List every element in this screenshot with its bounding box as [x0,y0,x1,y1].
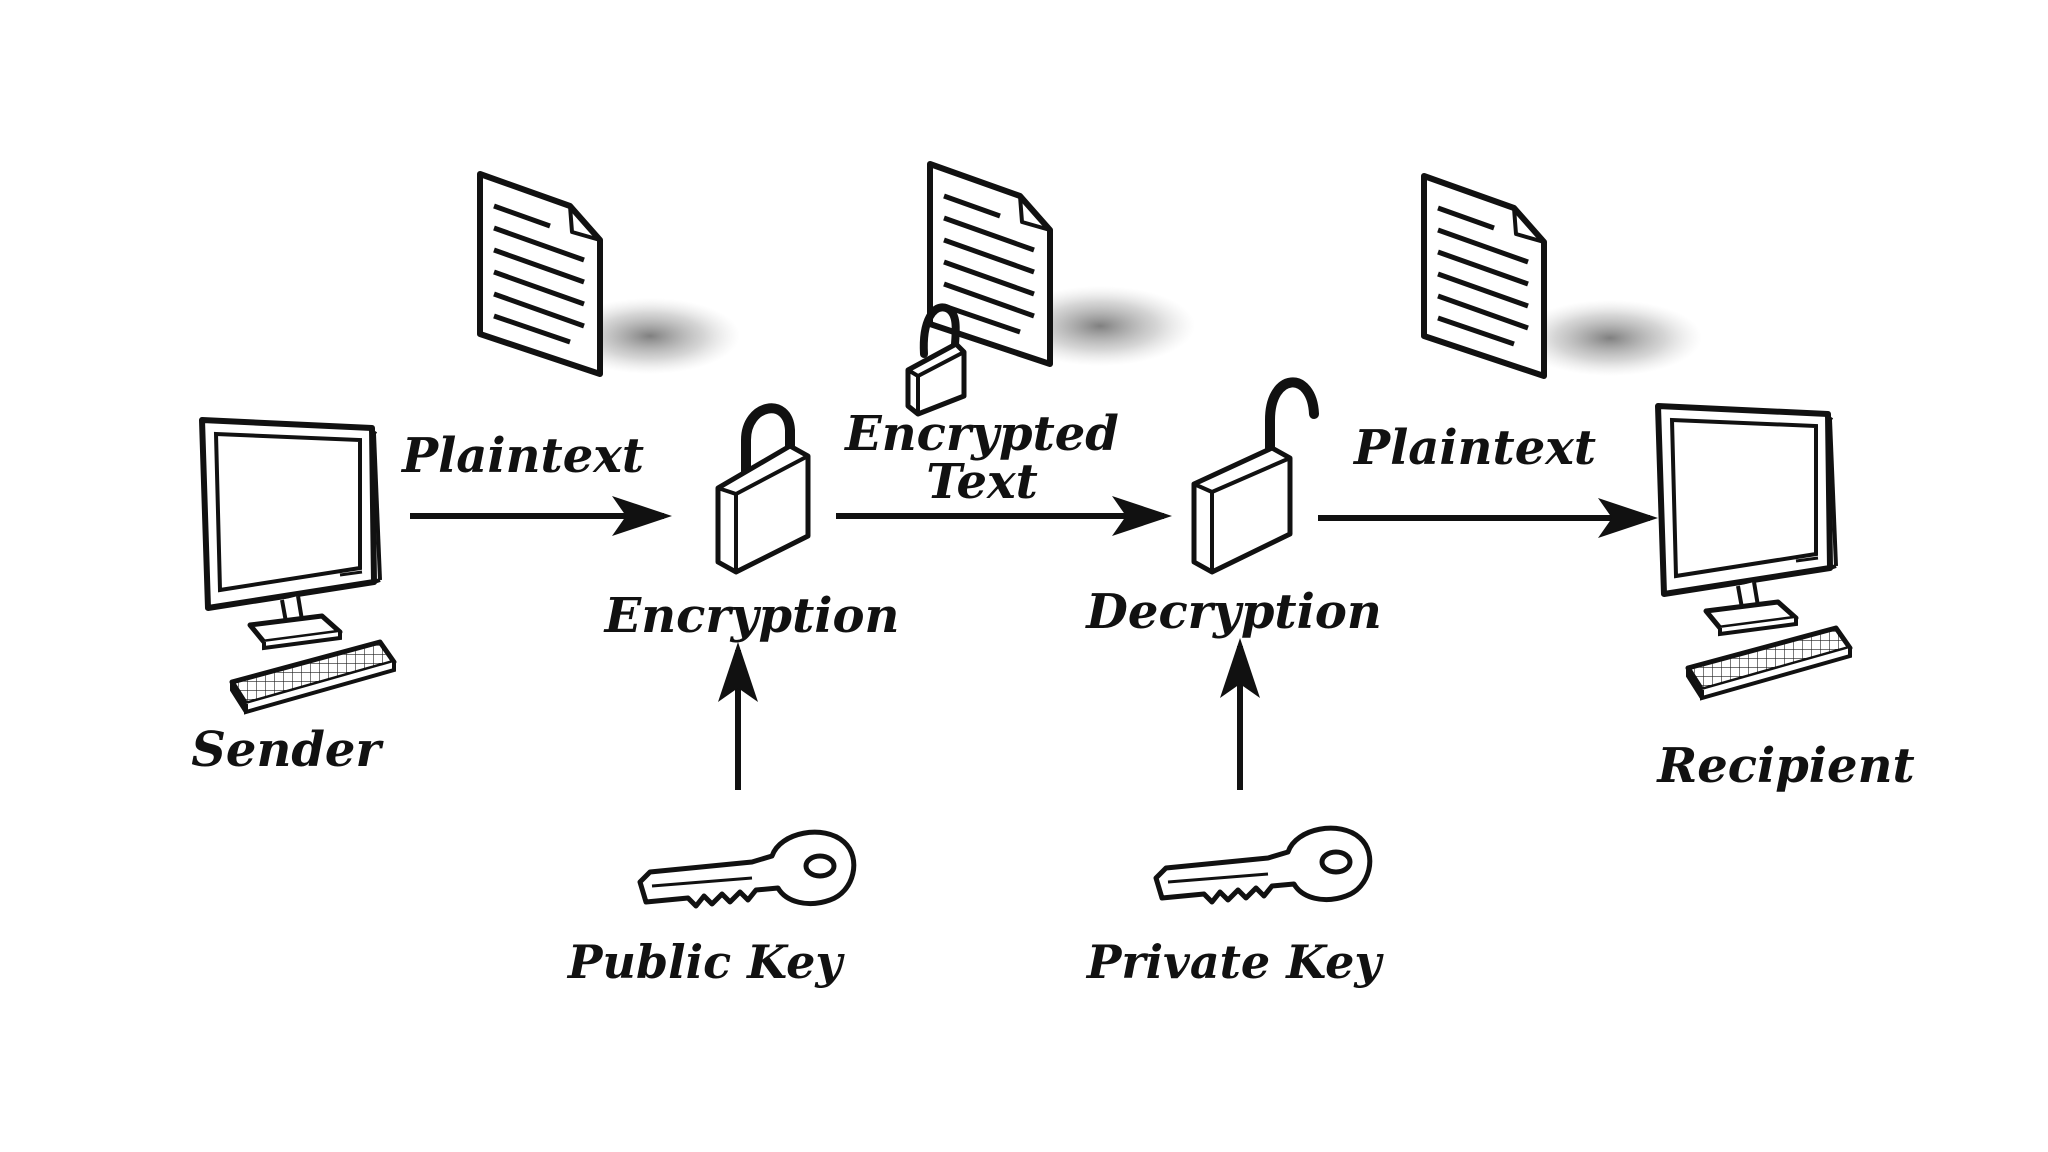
sender-label: Sender [191,722,381,778]
open-padlock-icon [1191,377,1319,575]
plaintext-output-label: Plaintext [1353,420,1597,476]
plaintext-output-document-icon [1424,176,1702,376]
decryption-label: Decryption [1086,584,1382,640]
private-key-icon [1156,828,1370,902]
closed-padlock-icon [715,403,811,575]
encrypted-text-line1: Encrypted [845,406,1119,462]
encryption-label: Encryption [604,588,900,644]
small-lock-icon [905,303,967,417]
public-key-icon [640,832,854,906]
sender-computer-icon [202,420,394,712]
recipient-label: Recipient [1657,738,1915,794]
plaintext-input-label: Plaintext [401,428,645,484]
encrypted-document-icon [905,164,1195,417]
encrypted-text-label: Encrypted Text [845,410,1119,506]
recipient-computer-icon [1658,406,1850,698]
encrypted-text-line2: Text [926,454,1038,510]
public-key-label: Public Key [567,935,843,989]
plaintext-document-icon [480,174,740,374]
private-key-label: Private Key [1086,935,1382,989]
